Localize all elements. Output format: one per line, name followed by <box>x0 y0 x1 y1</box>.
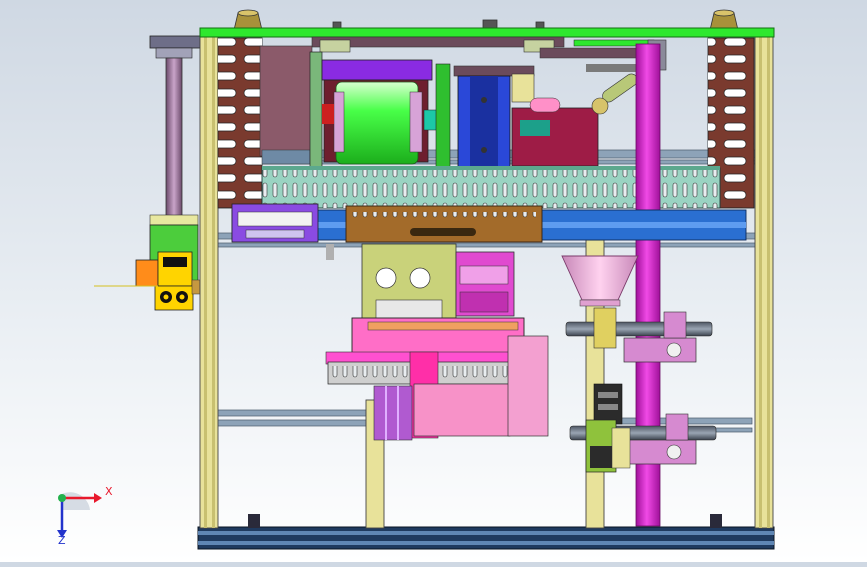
gripper-column <box>326 243 515 325</box>
side-ladder-panels <box>217 37 755 209</box>
x-axis-label: X <box>105 485 113 498</box>
blue-din-rail <box>231 203 747 243</box>
top-plate <box>199 27 775 53</box>
base-frame <box>197 526 775 550</box>
top-caps <box>233 9 739 31</box>
pink-manifold <box>325 317 549 441</box>
z-axis-label: Z <box>58 534 66 547</box>
rod-clamp-arms <box>565 307 717 465</box>
coordinate-triad[interactable]: X Z <box>40 480 120 550</box>
left-cylinder-arm <box>94 35 201 311</box>
drum-assembly <box>309 51 451 173</box>
triad-axes <box>57 492 102 538</box>
hopper-funnel <box>561 255 639 307</box>
bottom-posts <box>248 514 722 528</box>
sensor-motor <box>585 383 631 473</box>
blue-slide-block <box>453 65 599 169</box>
